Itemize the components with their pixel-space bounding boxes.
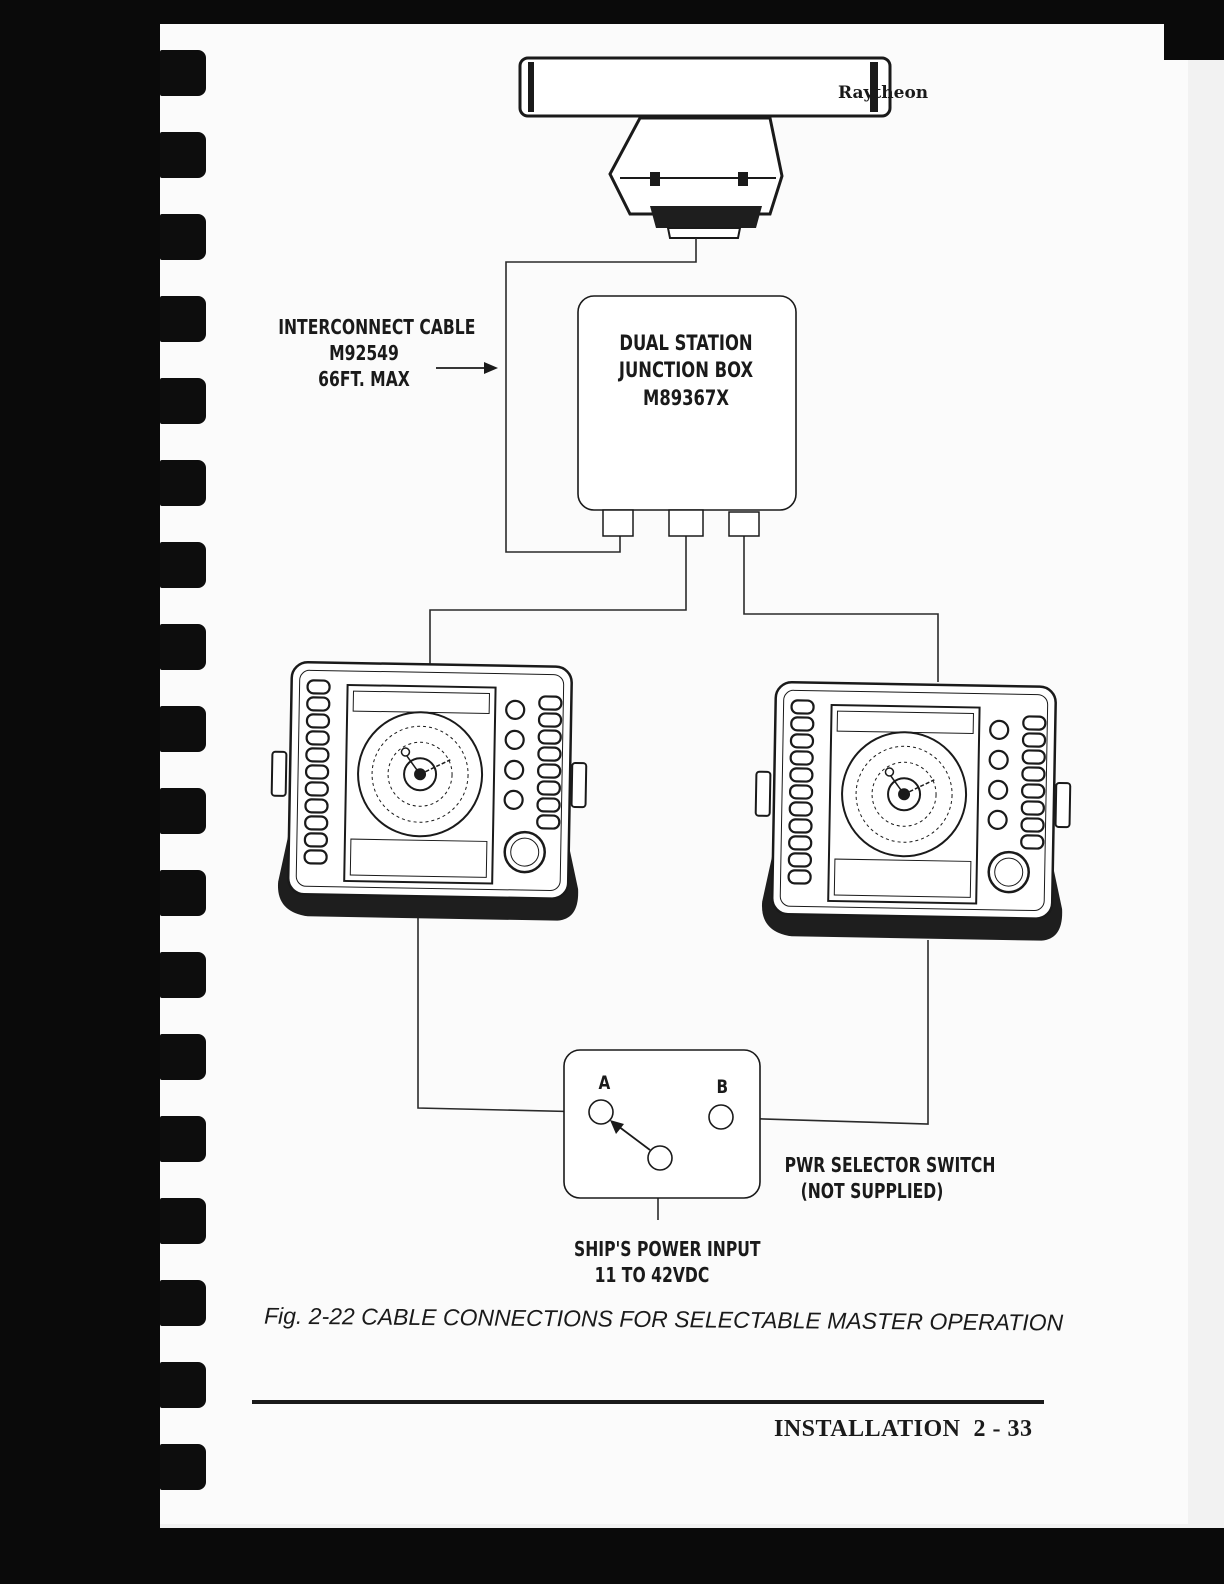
power-selector-switch (564, 1050, 760, 1198)
pwr-selector-line2: (NOT SUPPLIED) (785, 1178, 960, 1204)
radar-display-left (270, 662, 588, 921)
footer-rule (252, 1400, 1044, 1404)
ships-power-line2: 11 TO 42VDC (574, 1262, 730, 1288)
switch-b-label: B (716, 1076, 728, 1098)
footer-section: INSTALLATION (774, 1416, 961, 1442)
radar-scanner (520, 58, 890, 238)
radar-display-right (754, 682, 1072, 941)
interconnect-line3: 66FT. MAX (278, 366, 450, 392)
radar-brand-logo: Raytheon (838, 82, 928, 104)
pwr-selector-label: PWR SELECTOR SWITCH (NOT SUPPLIED) (785, 1152, 960, 1204)
junction-line3: M89367X (610, 385, 763, 412)
interconnect-line2: M92549 (278, 340, 450, 366)
scan-border-bottom (0, 1528, 1224, 1584)
page-footer: INSTALLATION 2 - 33 (774, 1416, 1033, 1443)
footer-page-number: 2 - 33 (974, 1416, 1033, 1442)
ships-power-line1: SHIP'S POWER INPUT (574, 1236, 730, 1262)
switch-a-label: A (598, 1072, 610, 1094)
pwr-selector-line1: PWR SELECTOR SWITCH (785, 1152, 960, 1178)
junction-box-label: DUAL STATION JUNCTION BOX M89367X (610, 330, 763, 412)
ships-power-label: SHIP'S POWER INPUT 11 TO 42VDC (574, 1236, 730, 1288)
interconnect-cable-label: INTERCONNECT CABLE M92549 66FT. MAX (278, 314, 450, 392)
junction-line2: JUNCTION BOX (610, 357, 763, 384)
interconnect-line1: INTERCONNECT CABLE (278, 314, 450, 340)
junction-line1: DUAL STATION (610, 330, 763, 357)
